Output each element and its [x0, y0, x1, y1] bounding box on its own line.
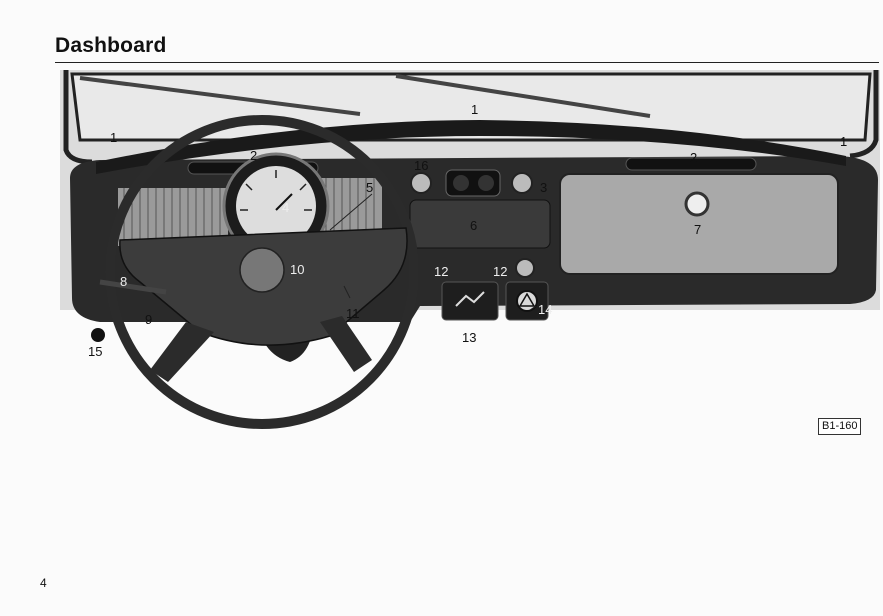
callout-1-right: 1	[840, 134, 847, 149]
windshield-frame-right	[849, 70, 879, 159]
callout-7: 7	[694, 222, 701, 237]
switch-3-knob	[511, 172, 533, 194]
horn-emblem	[239, 247, 285, 293]
speaker-grille-right	[320, 178, 382, 236]
callout-1-left: 1	[110, 130, 117, 145]
callout-12-left: 12	[434, 264, 448, 279]
callout-4: 4	[282, 200, 289, 215]
speedometer-needle	[275, 193, 293, 211]
speedometer-ticks	[240, 170, 312, 211]
figure-code: B1-160	[818, 418, 862, 435]
speedometer-face	[236, 166, 316, 246]
switch-12-right	[515, 258, 535, 278]
page-title: Dashboard	[55, 34, 167, 57]
switch-16-knob	[410, 172, 432, 194]
callout-2-right: 2	[690, 150, 697, 165]
callout-3: 3	[540, 180, 547, 195]
defroster-vent-right	[625, 157, 757, 171]
radio-blank-panel	[409, 199, 551, 249]
callout-2-left: 2	[250, 148, 257, 163]
callout-8: 8	[120, 274, 127, 289]
hazard-triangle-icon	[518, 292, 536, 307]
callout-14: 14	[538, 302, 552, 317]
vent-right	[478, 175, 494, 191]
glove-box	[559, 173, 839, 275]
item-15-dot	[91, 328, 105, 342]
callout-1-center: 1	[471, 102, 478, 117]
wiper-right	[395, 74, 651, 118]
callout-11: 11	[346, 306, 360, 321]
vent-left	[453, 175, 469, 191]
callout-16: 16	[414, 158, 428, 173]
callout-10: 10	[290, 262, 304, 277]
callout-13: 13	[462, 330, 476, 345]
turn-signal-lever	[99, 279, 167, 295]
callout-12-right: 12	[493, 264, 507, 279]
leader-lines	[329, 193, 537, 311]
dashboard-top-pad	[96, 120, 846, 174]
page-number: 4	[40, 576, 47, 590]
glove-box-lock	[684, 191, 710, 217]
steering-spoke-right	[320, 316, 372, 372]
callout-15: 15	[88, 344, 102, 359]
callout-9: 9	[145, 312, 152, 327]
callout-6: 6	[470, 218, 477, 233]
steering-wheel-rim	[105, 115, 419, 429]
switch-13-symbol	[455, 291, 485, 307]
dashboard-figure: 1 1 1 2 2 3 4 5 6 7 8 9 10 11 12 12 13 1…	[60, 70, 880, 429]
steering-spoke-left	[150, 322, 214, 382]
title-rule	[55, 62, 879, 63]
callout-5: 5	[366, 180, 373, 195]
switch-13-housing	[441, 281, 499, 321]
wiper-left	[79, 76, 361, 116]
